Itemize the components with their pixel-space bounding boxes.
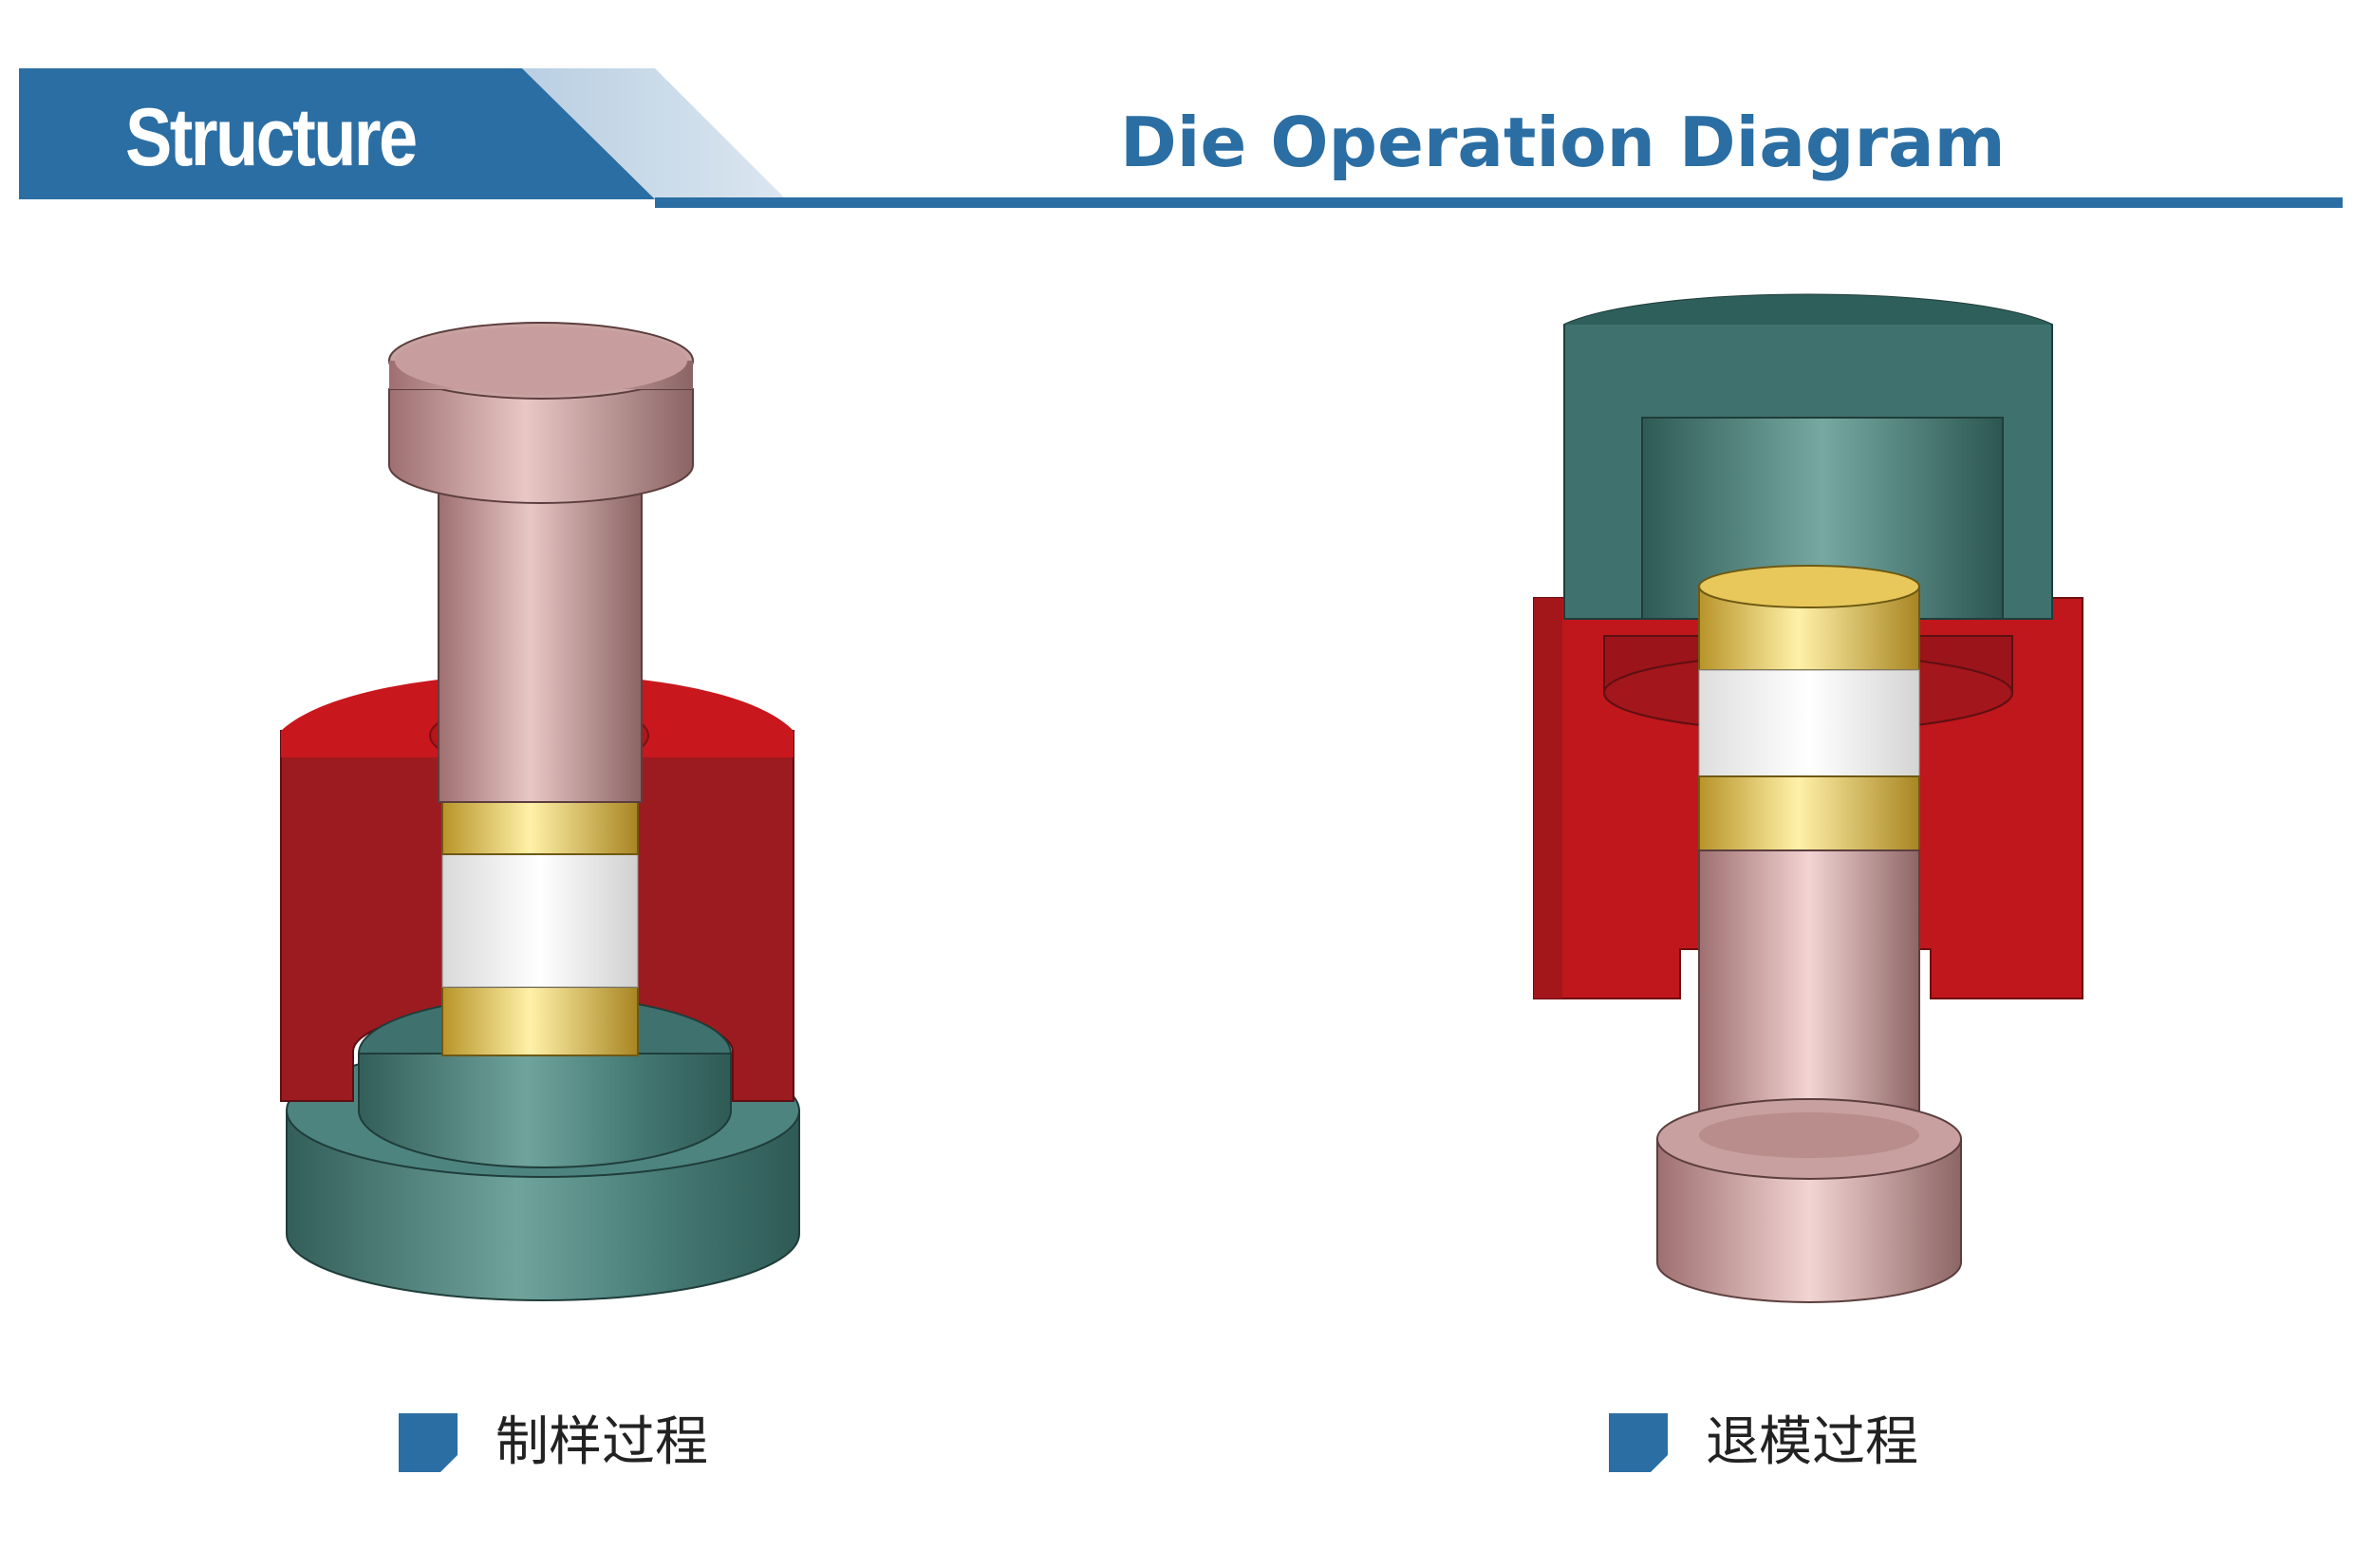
sample-cup-upper bbox=[1698, 565, 1920, 671]
caption-label: 退模过程 bbox=[1706, 1411, 1918, 1473]
sample-cup-lower bbox=[441, 986, 639, 1056]
page-title: Die Operation Diagram bbox=[1120, 103, 2006, 182]
header-tag-shape bbox=[19, 68, 655, 199]
diagram-demoulding bbox=[1509, 285, 2117, 1361]
header-accent-stripe bbox=[522, 68, 786, 199]
caption-sample-making: 制样过程 bbox=[399, 1405, 708, 1481]
diagram-sample-making bbox=[256, 285, 864, 1361]
sample-cup-lower bbox=[1698, 775, 1920, 851]
caption-label: 制样过程 bbox=[495, 1411, 708, 1473]
page-header: Structure Die Operation Diagram bbox=[0, 0, 2354, 218]
caption-bullet-icon bbox=[1609, 1413, 1668, 1472]
punch-top bbox=[388, 322, 694, 803]
demould-assembly-figure bbox=[1533, 293, 2083, 1303]
header-banner bbox=[19, 68, 2343, 208]
die-assembly-figure bbox=[280, 322, 800, 1301]
section-tag: Structure bbox=[125, 92, 418, 183]
sample-cup-upper bbox=[441, 801, 639, 855]
ejector-pin bbox=[1656, 849, 1962, 1303]
header-rule bbox=[655, 197, 2343, 208]
sample bbox=[1698, 669, 1920, 777]
caption-demoulding: 退模过程 bbox=[1609, 1405, 1918, 1481]
caption-bullet-icon bbox=[399, 1413, 458, 1472]
sample bbox=[441, 853, 639, 988]
